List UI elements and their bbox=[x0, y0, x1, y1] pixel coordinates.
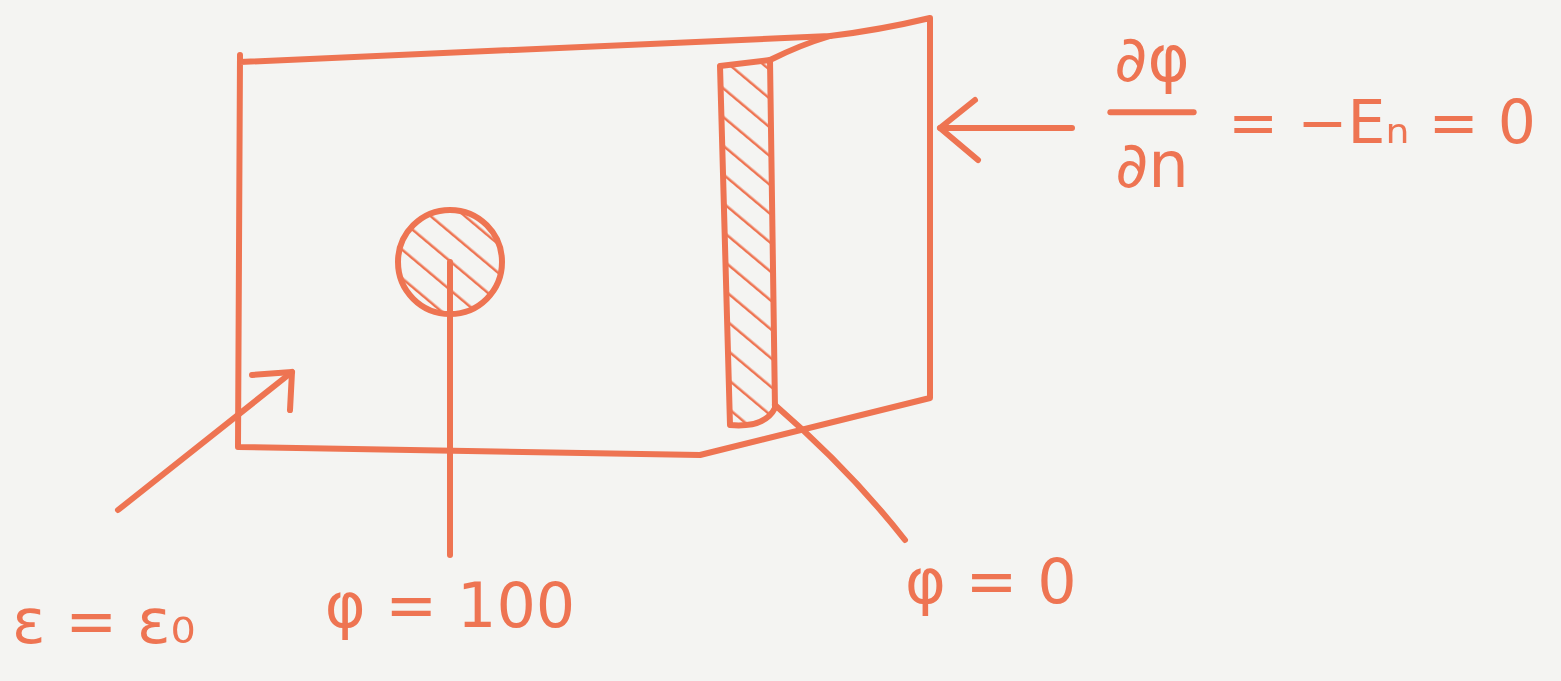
potential-label: φ = 0 bbox=[905, 548, 1077, 616]
electrode-strip bbox=[720, 60, 775, 425]
leader-line bbox=[775, 405, 905, 540]
leader-line bbox=[447, 262, 453, 555]
arrow-head bbox=[252, 372, 292, 410]
arrow-head bbox=[940, 100, 978, 160]
strip-fold bbox=[770, 36, 830, 60]
boundary-arrow bbox=[940, 125, 1072, 131]
region-outline bbox=[238, 18, 930, 455]
potential-label: φ = 100 bbox=[325, 572, 576, 640]
fraction-bar bbox=[1110, 109, 1193, 115]
boundary-condition: = −Eₙ = 0 bbox=[1228, 89, 1536, 155]
fraction-numerator: ∂φ bbox=[1114, 24, 1189, 94]
permittivity-arrow bbox=[118, 372, 292, 510]
fraction-denominator: ∂n bbox=[1115, 130, 1189, 200]
permittivity-label: ε = ε₀ bbox=[12, 588, 195, 656]
